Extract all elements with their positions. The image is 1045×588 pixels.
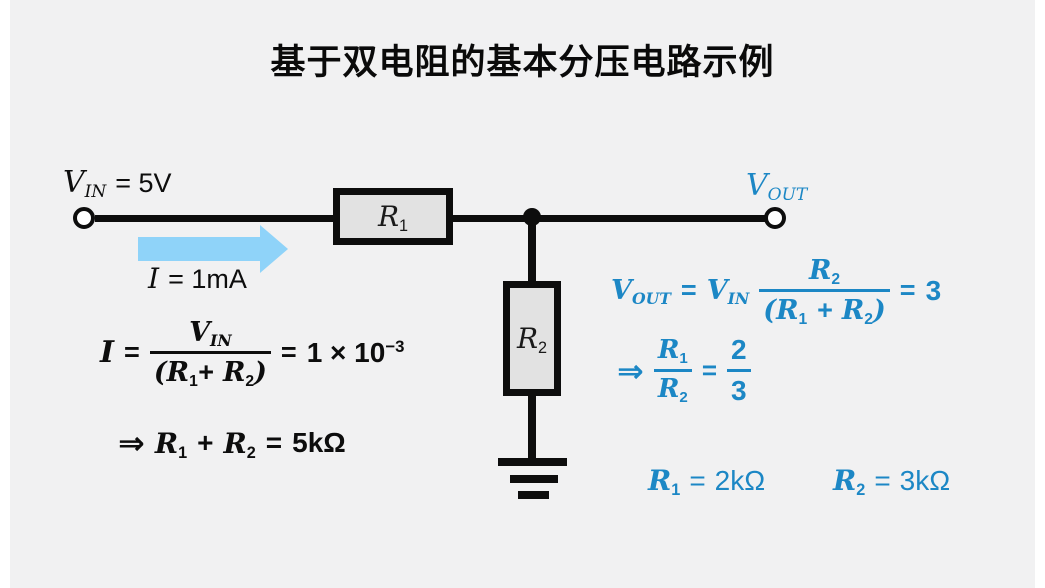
- page-title: 基于双电阻的基本分压电路示例: [270, 43, 775, 82]
- ground-bar-1: [498, 458, 567, 466]
- resistor-r2-label: R2: [516, 322, 548, 358]
- formula-current-lhs: I: [100, 335, 115, 371]
- fraction-denominator: 3: [731, 375, 747, 407]
- current-label: I = 1mA: [148, 262, 247, 295]
- vout-var: VOUT: [746, 168, 808, 206]
- implies-icon: ⇒: [118, 425, 145, 461]
- equals-sign: =: [689, 465, 706, 496]
- wire-junction-to-r2: [528, 217, 536, 285]
- fraction-numerator: R2: [808, 255, 841, 288]
- formula-current-result: 1 × 10−3: [306, 336, 405, 368]
- formula-ratio: ⇒ R1 R2 = 2 3: [617, 334, 751, 407]
- r1-value-label: R1 = 2kΩ: [648, 464, 766, 500]
- r1-term: R1: [648, 464, 681, 500]
- r1-value: 2kΩ: [714, 465, 766, 496]
- fraction-numerator: R1: [657, 335, 688, 368]
- fraction-numerator: 2: [731, 334, 747, 365]
- vin-value: = 5V: [115, 168, 172, 198]
- resistor-r2-box: R2: [503, 281, 561, 396]
- junction-dot: [523, 208, 541, 226]
- vout-term: VOUT: [611, 275, 671, 309]
- vout-terminal: [764, 207, 786, 229]
- vin-var: VIN: [63, 165, 107, 203]
- current-value: = 1mA: [168, 264, 247, 294]
- formula-vout-result: 3: [925, 274, 942, 306]
- fraction-denominator: (R1 + R2): [763, 295, 886, 329]
- formula-vout: VOUT = VIN R2 (R1 + R2) = 3: [611, 255, 942, 329]
- fraction-bar: [759, 289, 890, 293]
- equals-sign: =: [701, 355, 717, 386]
- r2-term: R2: [833, 464, 866, 500]
- fraction-denominator: R2: [657, 374, 688, 406]
- r2-term: R2: [223, 426, 256, 462]
- formula-current: I = VIN (R1+ R2) = 1 × 10−3: [100, 317, 405, 391]
- current-arrow-body: [138, 237, 260, 261]
- r1-term: R1: [154, 426, 188, 462]
- r2-value-label: R2 = 3kΩ: [833, 464, 951, 500]
- equals-sign: =: [124, 337, 140, 368]
- ratio-fraction-right: 2 3: [727, 334, 751, 407]
- formula-sum: ⇒ R1 + R2 = 5kΩ: [118, 424, 346, 462]
- wire-r2-to-ground: [528, 394, 536, 461]
- vin-terminal: [73, 207, 95, 229]
- formula-vout-fraction: R2 (R1 + R2): [759, 255, 890, 329]
- fraction-numerator: VIN: [189, 317, 232, 350]
- equals-sign: =: [680, 275, 697, 306]
- equals-sign: =: [899, 275, 916, 306]
- equals-sign: =: [265, 427, 283, 458]
- equals-sign: =: [280, 337, 297, 368]
- formula-current-fraction: VIN (R1+ R2): [149, 317, 271, 391]
- resistor-r1-box: R1: [333, 188, 453, 245]
- r2-value: 3kΩ: [899, 465, 951, 496]
- formula-sum-value: 5kΩ: [292, 427, 346, 458]
- current-arrow-head: [260, 225, 288, 273]
- vin-label: VIN = 5V: [63, 165, 172, 203]
- plus-sign: +: [197, 427, 214, 458]
- vin-term: VIN: [706, 275, 750, 309]
- implies-icon: ⇒: [617, 352, 644, 389]
- ratio-fraction-left: R1 R2: [653, 335, 692, 406]
- resistor-r1-label: R1: [377, 200, 409, 236]
- ground-bar-2: [510, 475, 558, 483]
- current-var: I: [148, 262, 160, 295]
- fraction-bar: [653, 369, 692, 373]
- equals-sign: =: [874, 465, 891, 496]
- vout-label: VOUT: [746, 168, 808, 206]
- fraction-bar: [149, 351, 271, 355]
- ground-bar-3: [518, 491, 549, 499]
- fraction-denominator: (R1+ R2): [153, 357, 267, 391]
- fraction-bar: [727, 369, 751, 373]
